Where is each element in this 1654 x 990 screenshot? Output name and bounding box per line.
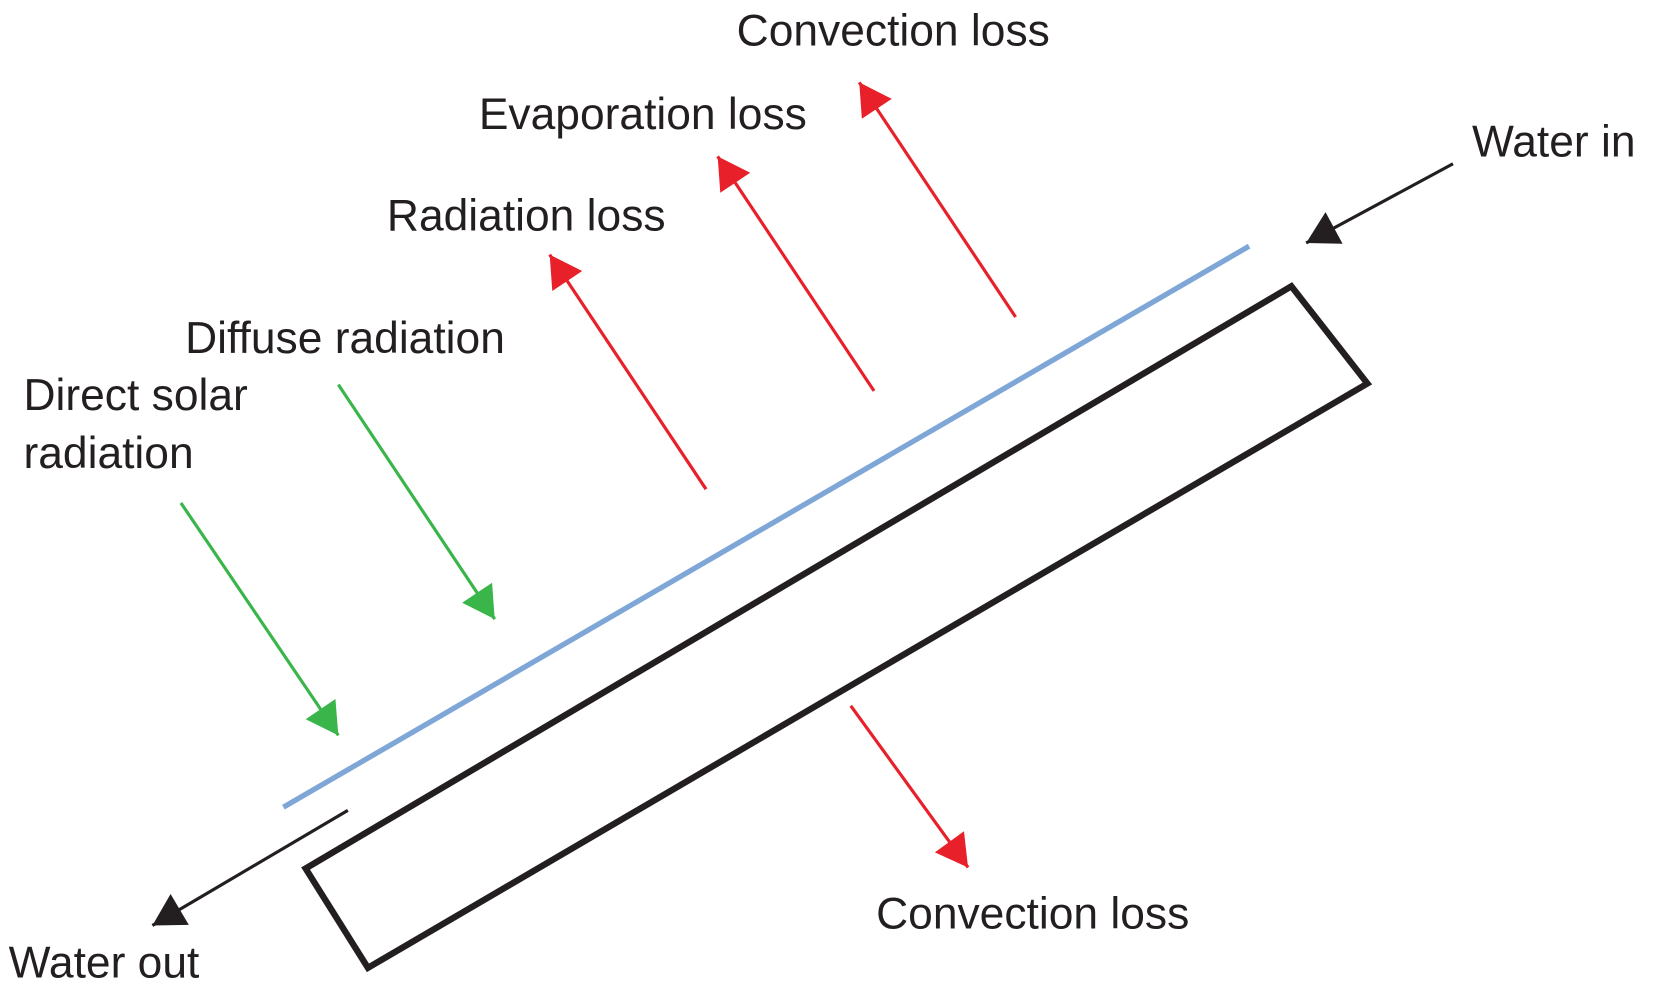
collector-box bbox=[301, 282, 1373, 973]
glass-cover bbox=[282, 243, 1251, 810]
label-direct-solar-2: radiation bbox=[23, 429, 193, 478]
water-out-arrow bbox=[151, 809, 349, 927]
radiation-loss-arrow bbox=[548, 253, 708, 491]
label-water-out: Water out bbox=[9, 938, 200, 987]
convection-loss-bottom-arrow bbox=[849, 704, 970, 869]
diffuse-radiation-arrow bbox=[337, 383, 497, 621]
label-radiation-loss: Radiation loss bbox=[387, 191, 666, 240]
label-water-in: Water in bbox=[1472, 117, 1636, 166]
water-in-arrow bbox=[1305, 162, 1454, 245]
convection-loss-top-arrow bbox=[857, 81, 1017, 318]
label-evaporation-loss: Evaporation loss bbox=[479, 90, 807, 139]
label-direct-solar-1: Direct solar bbox=[23, 371, 248, 420]
direct-solar-arrow bbox=[179, 502, 340, 737]
label-convection-loss-bottom: Convection loss bbox=[876, 890, 1189, 939]
label-diffuse-radiation: Diffuse radiation bbox=[185, 314, 505, 363]
evaporation-loss-arrow bbox=[716, 155, 876, 392]
label-convection-loss-top: Convection loss bbox=[737, 6, 1050, 55]
